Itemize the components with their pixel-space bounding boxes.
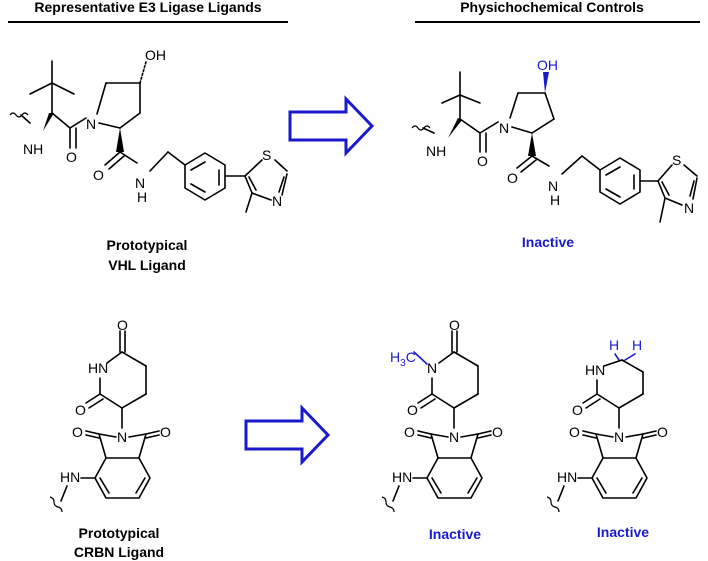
svg-text:HN: HN xyxy=(392,469,412,485)
svg-text:O: O xyxy=(657,424,668,440)
transformation-arrow-crbn xyxy=(244,404,331,466)
caption-inactive-crbn-deoxo: Inactive xyxy=(597,524,649,540)
crbn-ligand-structure: O HN O N O O HN xyxy=(49,317,171,513)
atom-o-carbonyl: O xyxy=(66,149,77,165)
atom-o-amide: O xyxy=(93,167,104,183)
atom-oh-hydroxyl-inverted: OH xyxy=(537,57,558,73)
svg-text:N: N xyxy=(449,429,459,445)
atom-hn-aniline: HN xyxy=(60,469,80,485)
n-methyl-bond xyxy=(413,351,428,365)
caption-inactive-vhl: Inactive xyxy=(522,234,574,250)
svg-text:N: N xyxy=(684,200,694,216)
svg-text:N: N xyxy=(614,429,624,445)
svg-text:O: O xyxy=(75,402,86,418)
crbn-control-deoxo-structure: H H HN O N O O HN xyxy=(546,337,668,513)
svg-text:O: O xyxy=(72,424,83,440)
transformation-arrow-vhl xyxy=(288,95,375,157)
svg-text:O: O xyxy=(569,424,580,440)
crbn-control-n-methyl-structure: O N H3C O N O O HN xyxy=(381,317,503,513)
svg-text:O: O xyxy=(407,402,418,418)
vhl-control-structure: NH O N OH O N H S xyxy=(411,57,698,223)
atom-n-pyrrolidine: N xyxy=(86,116,96,132)
svg-text:HN: HN xyxy=(585,362,605,378)
svg-text:O: O xyxy=(449,317,460,333)
svg-text:O: O xyxy=(477,153,488,169)
caption-crbn-line2: CRBN Ligand xyxy=(74,544,164,560)
atom-h-left: H xyxy=(609,337,619,353)
svg-text:N: N xyxy=(117,429,127,445)
inverted-hydroxyl-wedge xyxy=(543,72,549,93)
svg-text:O: O xyxy=(572,402,583,418)
atom-h3c-methyl: H3C xyxy=(390,349,416,369)
header-physicochemical-controls: Physichochemical Controls xyxy=(460,0,644,15)
svg-text:H: H xyxy=(550,192,560,208)
caption-inactive-crbn-methyl: Inactive xyxy=(429,526,481,542)
atom-s-thiazole: S xyxy=(262,147,271,163)
atom-nh-amine: NH xyxy=(23,141,43,157)
svg-text:S: S xyxy=(672,152,681,168)
caption-crbn-line1: Prototypical xyxy=(79,525,160,541)
svg-text:O: O xyxy=(117,317,128,333)
vhl-ligand-structure: NH O N OH O N H S xyxy=(9,47,288,213)
svg-text:O: O xyxy=(404,424,415,440)
atom-nh-amine-control: NH xyxy=(426,143,446,159)
atom-h-right: H xyxy=(632,337,642,353)
caption-vhl-line2: VHL Ligand xyxy=(108,257,186,273)
atom-hn-imide: HN xyxy=(88,360,108,376)
header-e3-ligase-ligands: Representative E3 Ligase Ligands xyxy=(34,0,261,15)
svg-text:O: O xyxy=(507,170,518,186)
caption-vhl-line1: Prototypical xyxy=(107,237,188,253)
svg-text:O: O xyxy=(492,424,503,440)
attachment-wavy-line xyxy=(9,112,29,118)
atom-nh-amide: N xyxy=(135,175,145,191)
atom-n-pyrrolidine-control: N xyxy=(499,120,509,136)
atom-oh-hydroxyl: OH xyxy=(145,47,166,63)
atom-h-amide: H xyxy=(137,189,147,205)
svg-text:O: O xyxy=(160,424,171,440)
svg-text:N: N xyxy=(548,178,558,194)
svg-text:N: N xyxy=(427,360,437,376)
svg-text:HN: HN xyxy=(557,469,577,485)
atom-n-thiazole: N xyxy=(272,193,282,209)
